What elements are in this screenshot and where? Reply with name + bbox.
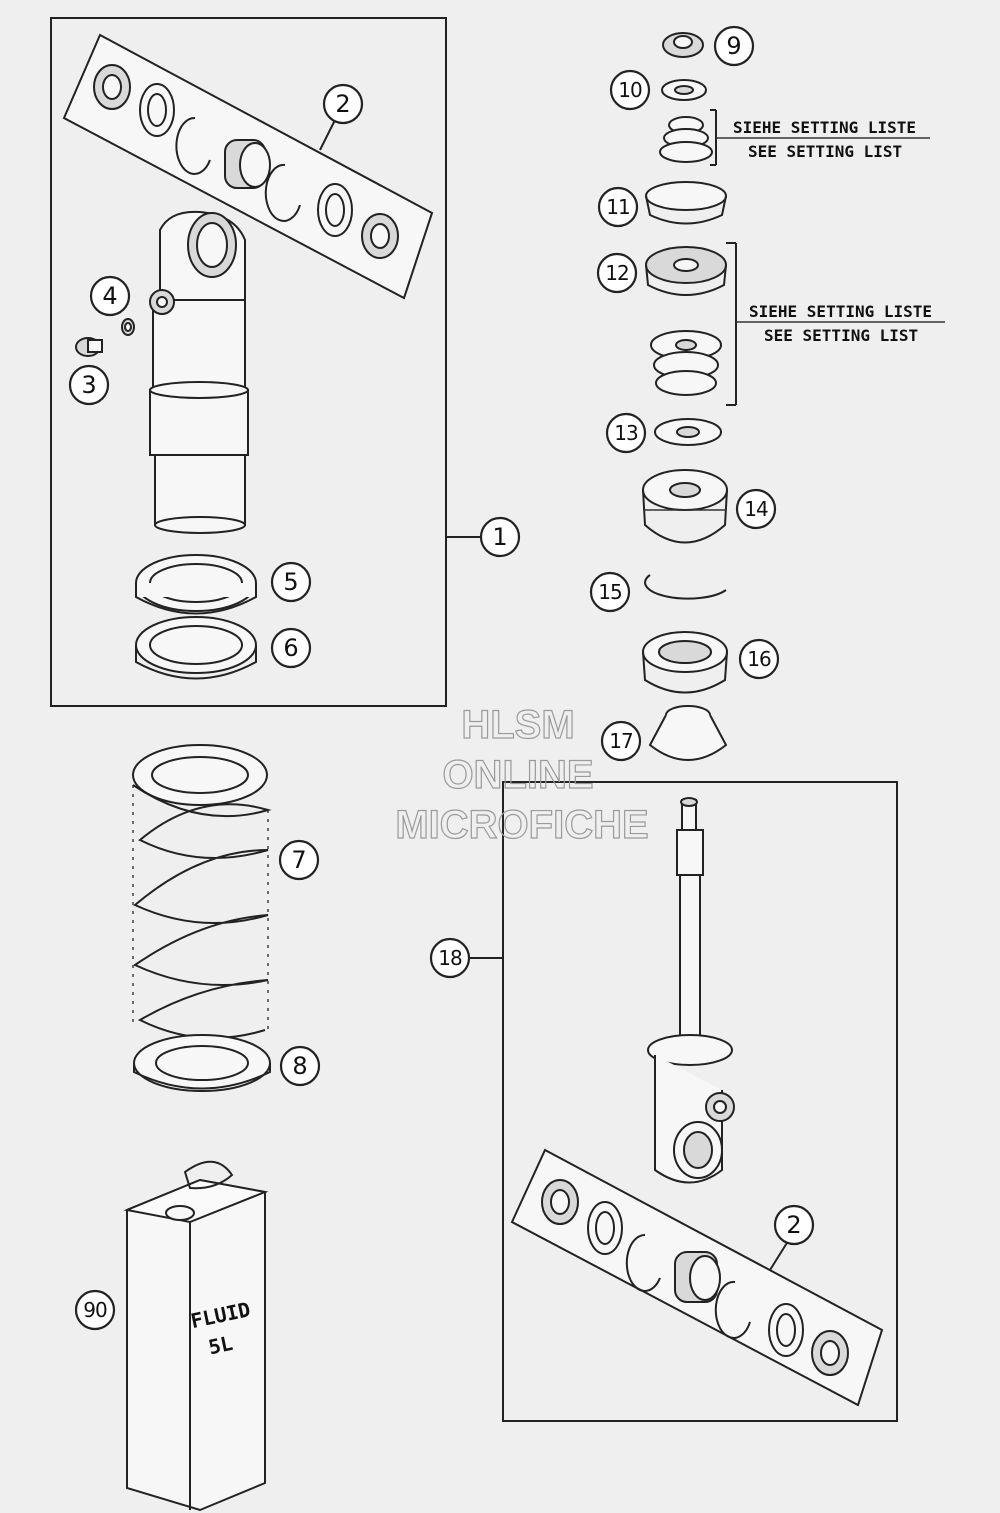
piston-12: [645, 246, 727, 296]
svg-text:12: 12: [605, 261, 628, 285]
note-top-de: SIEHE SETTING LISTE: [733, 118, 916, 137]
svg-text:13: 13: [614, 421, 638, 445]
svg-text:2: 2: [335, 90, 350, 118]
screw-3: [75, 337, 103, 357]
svg-text:6: 6: [283, 634, 298, 662]
assembly-18-frame: [502, 781, 898, 1422]
watermark-line3: MICROFICHE: [395, 803, 648, 847]
watermark: HLSM ONLINE MICROFICHE: [395, 702, 650, 847]
shim-stack-top: [659, 116, 713, 163]
lock-nut-5: [135, 554, 257, 615]
shim-stack-mid: [650, 330, 722, 396]
note-mid: SIEHE SETTING LISTE SEE SETTING LIST: [749, 302, 932, 345]
svg-text:17: 17: [609, 729, 633, 753]
svg-text:11: 11: [606, 195, 629, 219]
callout-12: 12: [596, 252, 638, 294]
callout-11: 11: [597, 186, 639, 228]
svg-text:18: 18: [438, 946, 462, 970]
assembly-1-frame: [50, 17, 447, 707]
washer-10: [661, 79, 707, 101]
nut-9: [662, 32, 704, 58]
circlip-15: [644, 574, 727, 600]
svg-text:9: 9: [726, 32, 741, 60]
note-mid-de: SIEHE SETTING LISTE: [749, 302, 932, 321]
washer-13: [654, 418, 722, 446]
svg-text:16: 16: [747, 647, 771, 671]
svg-text:90: 90: [83, 1298, 107, 1322]
seal-16: [642, 631, 728, 694]
svg-text:10: 10: [618, 78, 642, 102]
callout-7: 7: [278, 839, 320, 881]
note-top-en: SEE SETTING LIST: [748, 142, 902, 161]
svg-text:5: 5: [283, 568, 298, 596]
callout-9: 9: [713, 25, 755, 67]
seal-housing-14: [642, 469, 728, 544]
svg-text:8: 8: [292, 1052, 307, 1080]
callout-2-upper: 2: [322, 83, 364, 125]
callout-8: 8: [279, 1045, 321, 1087]
callout-3: 3: [68, 364, 110, 406]
svg-text:1: 1: [492, 523, 507, 551]
shock-body: [149, 210, 249, 534]
svg-text:2: 2: [786, 1211, 801, 1239]
washer-4: [121, 318, 135, 336]
callout-1: 1: [479, 516, 521, 558]
callout-10: 10: [609, 69, 651, 111]
bump-stop-17: [648, 705, 728, 761]
svg-text:4: 4: [102, 282, 117, 310]
callout-6: 6: [270, 627, 312, 669]
piston-rod: [647, 797, 735, 1184]
spring-retainer-8: [133, 1034, 271, 1092]
callout-5: 5: [270, 561, 312, 603]
fluid-can-90: [123, 1160, 269, 1512]
svg-text:15: 15: [598, 580, 621, 604]
note-top: SIEHE SETTING LISTE SEE SETTING LIST: [733, 118, 916, 161]
watermark-line2: ONLINE: [442, 753, 593, 797]
callout-14: 14: [735, 488, 777, 530]
callout-17: 17: [600, 720, 642, 762]
callout-16: 16: [738, 638, 780, 680]
bearing-kit-lower: [510, 1148, 884, 1407]
fluid-label-line2: 5L: [206, 1331, 235, 1359]
svg-text:3: 3: [81, 371, 96, 399]
callout-13: 13: [605, 412, 647, 454]
ring-11: [645, 181, 727, 225]
note-mid-en: SEE SETTING LIST: [764, 326, 918, 345]
watermark-line1: HLSM: [461, 703, 574, 747]
bearing-kit-upper: [62, 33, 434, 300]
callout-2-lower: 2: [773, 1204, 815, 1246]
svg-text:7: 7: [291, 846, 306, 874]
callout-4: 4: [89, 275, 131, 317]
adjusting-nut-6: [135, 616, 257, 680]
spring-7: [132, 744, 272, 1039]
callout-15: 15: [589, 571, 631, 613]
svg-text:14: 14: [744, 497, 768, 521]
callout-18: 18: [429, 937, 471, 979]
callout-90: 90: [74, 1289, 116, 1331]
